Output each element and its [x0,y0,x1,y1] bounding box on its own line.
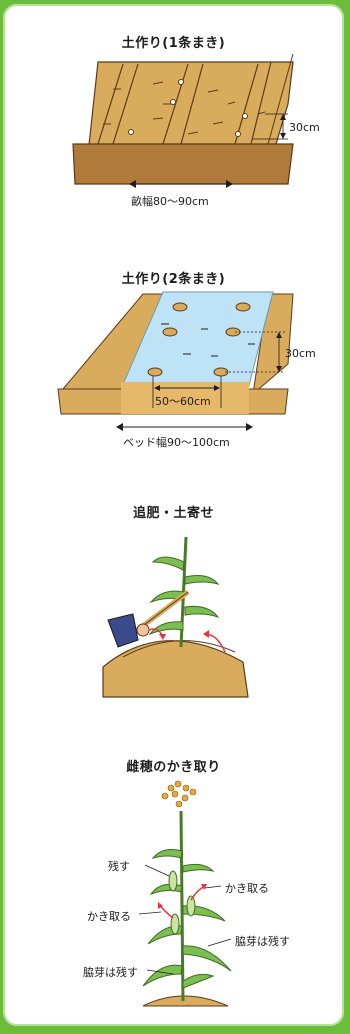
double-row-bed-illustration [57,291,294,431]
single-row-bed-illustration [72,53,294,188]
bed-width-label-2: ベッド幅90～100cm [123,436,230,449]
section-1-title: 土作り(1条まき) [121,36,226,51]
ear-removal-illustration [138,780,232,1007]
hilling-illustration [102,536,249,698]
leave-label: 残す [108,860,130,873]
remove-left-label: かき取る [87,910,131,923]
inner-width-label: 50～60cm [155,395,211,408]
illustration-card: 土作り(1条まき) [3,4,344,1026]
row-spacing-label-2: 30cm [285,347,316,360]
section-4-title: 雌穂のかき取り [126,760,221,775]
remove-right-label: かき取る [225,882,269,895]
section-2-title: 土作り(2条まき) [121,272,226,287]
axillary-right-label: 脇芽は残す [235,935,290,948]
section-3-title: 追肥・土寄せ [132,506,214,521]
axillary-left-label: 脇芽は残す [83,966,138,979]
row-spacing-label: 30cm [289,121,320,134]
bed-width-label: 畝幅80～90cm [131,195,209,208]
